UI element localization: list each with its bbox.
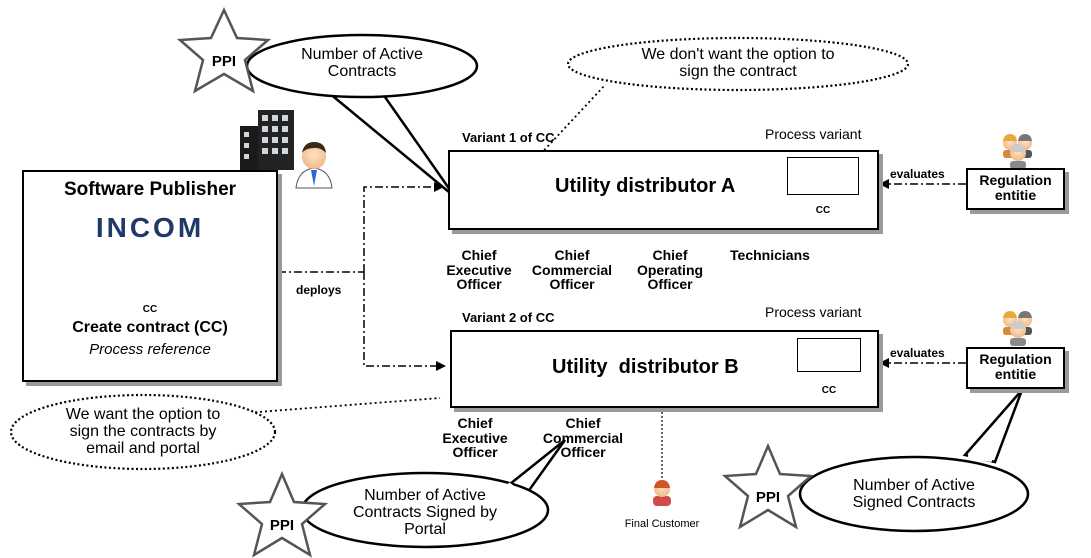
evaluates-label-b: evaluates [890, 346, 945, 360]
regulation-group-icon-a [1003, 134, 1032, 169]
variant-b-cc-label: CC [821, 385, 837, 396]
speech-bubble-active-contracts [245, 33, 479, 198]
variant-a-process-box [787, 157, 859, 195]
businessman-icon [295, 142, 333, 189]
incom-logo: INCOM [95, 212, 205, 243]
ppi-badge-bottom-right: PPI [755, 489, 781, 506]
utility-distributor-a-title: Utility distributor A [555, 175, 736, 197]
ppi-star-top [176, 7, 272, 94]
utility-distributor-b-box [450, 330, 879, 408]
utility-distributor-b-title: Utility distributor B [552, 356, 739, 378]
ppi-badge-top: PPI [211, 53, 237, 70]
ppi-star-bottom-right [721, 442, 815, 530]
variant-b-process-variant: Process variant [765, 304, 862, 320]
speech-bubble-signed-by-portal [300, 439, 567, 549]
process-name: Create contract (CC) [72, 319, 228, 336]
thought-bubble-want-sign [9, 393, 441, 471]
final-customer-label: Final Customer [624, 518, 700, 530]
building-icon [240, 110, 294, 170]
ppi-badge-bottom-left: PPI [269, 517, 295, 534]
software-publisher-title: Software Publisher [63, 179, 237, 200]
software-publisher-box [22, 170, 278, 382]
variant-b-process-box [797, 338, 861, 372]
process-subtitle: Process reference [89, 341, 211, 358]
deploys-connector [278, 182, 446, 371]
speech-bubble-signed-contracts [798, 389, 1030, 533]
ppi-star-bottom-left [235, 470, 329, 558]
utility-distributor-a-box [448, 150, 879, 230]
variant-a-label: Variant 1 of CC [462, 130, 555, 145]
role-technicians-a: Technicians [730, 247, 810, 263]
variant-a-cc-label: CC [815, 205, 831, 216]
avatar-final-customer [653, 480, 671, 506]
regulation-group-icon-b [1003, 311, 1032, 346]
variant-b-label: Variant 2 of CC [462, 310, 555, 325]
variant-a-process-variant: Process variant [765, 126, 862, 142]
regulation-entity-a-box [966, 168, 1065, 210]
deploys-label: deploys [296, 283, 342, 297]
publisher-cc-label: CC [142, 304, 158, 315]
regulation-entity-b-box [966, 347, 1065, 389]
thought-bubble-no-sign [492, 36, 910, 206]
evaluates-label-a: evaluates [890, 167, 945, 181]
